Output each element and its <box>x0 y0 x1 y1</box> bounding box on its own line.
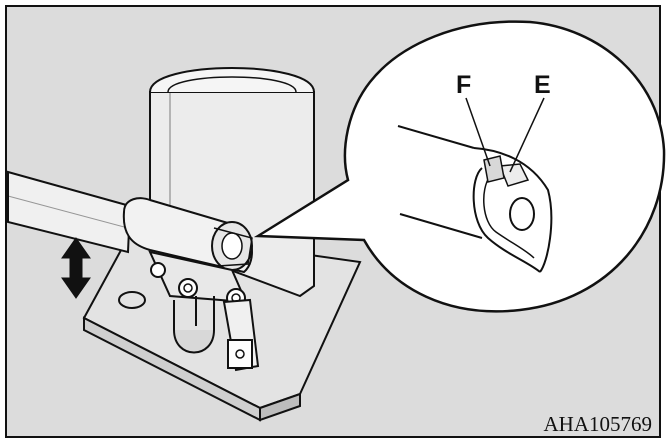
figure-code: AHA105769 <box>542 414 655 435</box>
callout-label-e: E <box>534 73 551 98</box>
detail-part-f <box>484 156 504 182</box>
callout-label-f: F <box>456 73 471 98</box>
pivot-pin <box>151 263 165 277</box>
pivot-pin <box>179 279 197 297</box>
